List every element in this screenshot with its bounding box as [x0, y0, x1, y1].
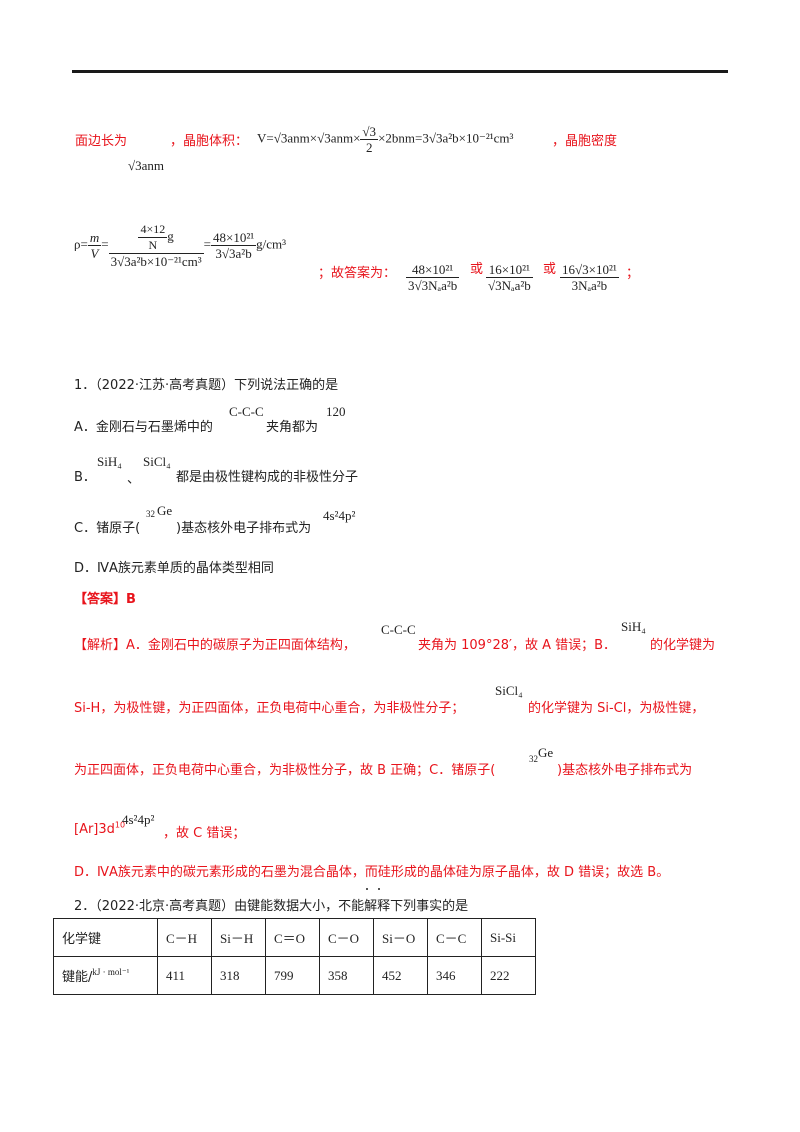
edge-value: √3anm	[128, 158, 165, 173]
table-cell: 358	[319, 956, 374, 995]
q1-option-c-z: 32	[146, 509, 155, 519]
q1-explanation-1-post: 的化学键为	[650, 638, 716, 653]
q1-explanation-3-ge: Ge	[538, 745, 554, 760]
q2-stem: 2．（2022·北京·高考真题）由键能数据大小，不能解释下列事实的是	[74, 899, 469, 914]
table-cell: 222	[481, 956, 536, 995]
table-cell: 346	[427, 956, 482, 995]
q1-stem: 1．（2022·江苏·高考真题）下列说法正确的是	[74, 378, 339, 393]
table-cell: 411	[157, 956, 212, 995]
cell-volume-label: ，晶胞体积：	[170, 134, 249, 149]
answer-label: ；故答案为：	[318, 266, 397, 281]
table-header-cell: C－C	[427, 918, 482, 957]
q1-explanation-4: [Ar]3d10	[74, 820, 126, 837]
edge-label: 面边长为	[75, 134, 128, 149]
q1-explanation-4-post: ，故 C 错误；	[163, 826, 246, 841]
table-header-cell: C＝O	[265, 918, 320, 957]
q1-explanation-3-z: 32	[529, 754, 538, 764]
q1-option-c-conf: 4s²4p²	[323, 508, 356, 523]
emphasis-dot	[366, 888, 368, 890]
table-header-cell: Si－H	[211, 918, 266, 957]
answer-2: 16×10²¹√3Nₐa²b	[486, 262, 533, 293]
or-2: 或	[543, 262, 557, 277]
q1-explanation-5: D．ⅣA族元素中的碳元素形成的石墨为混合晶体，而硅形成的晶体硅为原子晶体，故 D…	[74, 865, 670, 880]
q1-option-a-ccc: C-C-C	[229, 404, 264, 419]
q1-option-d: D．ⅣA族元素单质的晶体类型相同	[74, 561, 274, 576]
q1-option-b: B．	[74, 470, 96, 485]
q1-option-b-sicl4: SiCl₄	[143, 454, 171, 469]
emphasis-dot	[378, 888, 380, 890]
q1-option-c-mid: )基态核外电子排布式为	[176, 521, 312, 536]
table-header-cell: C－O	[319, 918, 374, 957]
or-1: 或	[470, 262, 484, 277]
q1-option-a-mid: 夹角都为	[266, 420, 319, 435]
table-header-row: 化学键 C－H Si－H C＝O C－O Si－O C－C Si-Si	[53, 918, 536, 957]
q1-explanation-sicl4: SiCl₄	[495, 683, 523, 698]
header-rule	[72, 70, 728, 73]
q1-explanation-ccc: C-C-C	[381, 622, 416, 637]
q1-answer: 【答案】B	[74, 592, 136, 607]
q1-option-a-val: 120	[326, 404, 346, 419]
q1-option-b-post: 都是由极性键构成的非极性分子	[176, 470, 359, 485]
table-row-label: 键能/kJ · mol⁻¹	[53, 956, 158, 995]
q1-explanation-3: 为正四面体，正负电荷中心重合，为非极性分子，故 B 正确；C．锗原子(	[74, 763, 496, 778]
q1-option-b-sep: 、	[127, 472, 141, 487]
q1-explanation-sih4: SiH₄	[621, 619, 646, 634]
q1-explanation-1-mid: 夹角为 109°28′，故 A 错误；B．	[418, 638, 617, 653]
bond-energy-table: 化学键 C－H Si－H C＝O C－O Si－O C－C Si-Si 键能/k…	[53, 918, 536, 995]
table-cell: 799	[265, 956, 320, 995]
q1-option-c: C．锗原子(	[74, 521, 141, 536]
table-header-cell: 化学键	[53, 918, 158, 957]
table-header-cell: Si－O	[373, 918, 428, 957]
table-cell: 318	[211, 956, 266, 995]
q1-explanation-4-conf: 4s²4p²	[122, 812, 155, 827]
density-label: ，晶胞密度	[552, 134, 618, 149]
q1-explanation-2: Si-H，为极性键，为正四面体，正负电荷中心重合，为非极性分子；	[74, 701, 465, 716]
table-row: 键能/kJ · mol⁻¹ 411 318 799 358 452 346 22…	[53, 956, 536, 995]
q1-explanation-2-post: 的化学键为 Si-Cl，为极性键，	[528, 701, 705, 716]
q1-option-b-sih4: SiH₄	[97, 454, 122, 469]
q1-option-a: A．金刚石与石墨烯中的	[74, 420, 213, 435]
q1-explanation-1: 【解析】A．金刚石中的碳原子为正四面体结构，	[74, 638, 356, 653]
q2-emphasis: 不能	[338, 899, 365, 914]
end-punct: ；	[626, 266, 640, 281]
q1-explanation-3-post: )基态核外电子排布式为	[557, 763, 693, 778]
table-cell: 452	[373, 956, 428, 995]
table-header-cell: C－H	[157, 918, 212, 957]
table-header-cell: Si-Si	[481, 918, 536, 957]
q1-option-c-ge: Ge	[157, 503, 173, 518]
